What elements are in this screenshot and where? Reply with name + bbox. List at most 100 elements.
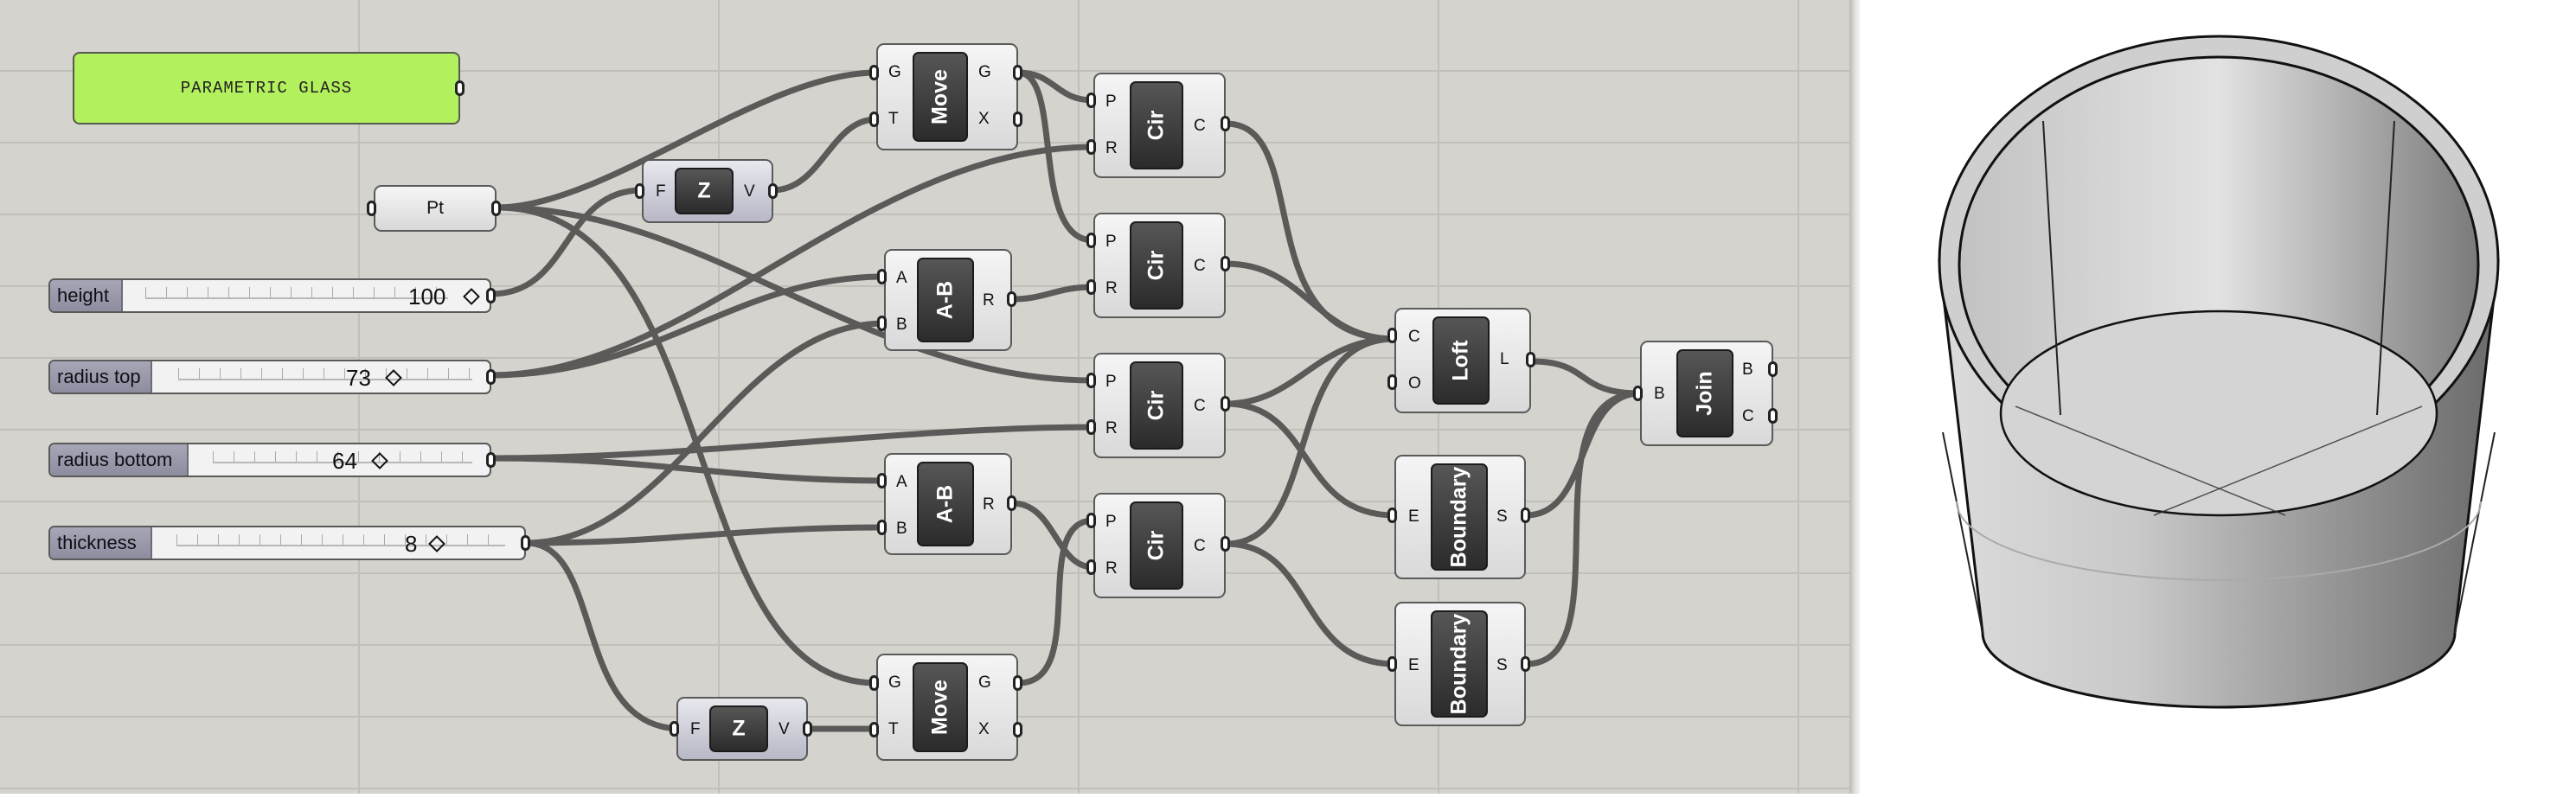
boundary-surfaces-2[interactable]: E Boundary S: [1394, 602, 1526, 726]
wire-layer: [488, 69, 1644, 732]
boundary-1-grip-s[interactable]: [1521, 508, 1530, 523]
slider-height-track[interactable]: [145, 287, 448, 299]
unit-z-top[interactable]: F Z V: [642, 159, 773, 223]
loft-grip-l[interactable]: [1526, 352, 1535, 367]
circle-3-grip-r[interactable]: [1086, 419, 1096, 435]
wire-cir1-loft: [1222, 120, 1398, 342]
circle-3-grip-p[interactable]: [1086, 373, 1096, 388]
point-input-grip[interactable]: [367, 201, 376, 216]
slider-height-output-grip[interactable]: [486, 288, 496, 303]
move-top-grip-g-in[interactable]: [869, 65, 879, 80]
wire-pt-move-top: [494, 69, 880, 211]
glass-model-render: [1938, 35, 2500, 709]
subtraction-1-input-b: B: [896, 316, 907, 334]
boundary-1-grip-e[interactable]: [1387, 508, 1397, 523]
slider-radius-top[interactable]: radius top 73: [48, 360, 491, 394]
glass-outer-seam-1: [1942, 431, 1983, 634]
unit-z-bottom-output-grip[interactable]: [803, 721, 812, 737]
move-bottom[interactable]: G T Move G X: [876, 654, 1018, 761]
subtraction-2-grip-a[interactable]: [877, 473, 887, 488]
subtraction-2[interactable]: A B A-B R: [884, 453, 1012, 555]
point-output-grip[interactable]: [491, 201, 501, 216]
slider-thickness-output-grip[interactable]: [521, 535, 530, 551]
title-panel[interactable]: PARAMETRIC GLASS: [73, 52, 460, 124]
subtraction-1-grip-r[interactable]: [1007, 291, 1016, 307]
join-output-c: C: [1742, 407, 1754, 425]
panel-output-grip[interactable]: [455, 80, 465, 96]
wire-rtop-cir1: [488, 144, 1097, 379]
boundary-2-output-s: S: [1496, 656, 1508, 674]
move-top-grip-g-out[interactable]: [1013, 65, 1022, 80]
rhino-viewport[interactable]: [1860, 0, 2576, 794]
unit-z-bottom-input-f: F: [690, 720, 701, 738]
circle-4-grip-c[interactable]: [1221, 536, 1230, 552]
point-param[interactable]: Pt: [374, 185, 497, 232]
slider-thickness-track[interactable]: [176, 534, 505, 546]
boundary-2-grip-s[interactable]: [1521, 656, 1530, 672]
join-grip-b-out[interactable]: [1768, 361, 1778, 377]
move-bottom-grip-g-out[interactable]: [1013, 675, 1022, 691]
slider-radius-bottom-track[interactable]: [213, 451, 472, 463]
unit-z-bottom-input-grip[interactable]: [670, 721, 679, 737]
circle-4-grip-r[interactable]: [1086, 559, 1096, 575]
move-bottom-grip-x-out[interactable]: [1013, 722, 1022, 737]
slider-height-knob[interactable]: [463, 288, 480, 305]
wire-cir2-loft: [1222, 260, 1398, 342]
boundary-surfaces-1[interactable]: E Boundary S: [1394, 455, 1526, 579]
slider-radius-top-output-grip[interactable]: [486, 369, 496, 385]
join-output-b: B: [1742, 361, 1753, 379]
circle-2-grip-p[interactable]: [1086, 233, 1096, 248]
move-top-grip-t-in[interactable]: [869, 112, 879, 127]
slider-radius-bottom[interactable]: radius bottom 64: [48, 443, 491, 477]
circle-2-core: Cir: [1130, 221, 1183, 310]
wire-sub1-cir2: [1009, 284, 1097, 303]
circle-3-input-r: R: [1105, 419, 1118, 437]
subtraction-2-grip-b[interactable]: [877, 520, 887, 535]
wire-pt-move-bottom: [494, 204, 880, 686]
slider-height[interactable]: height 100: [48, 278, 491, 313]
subtraction-1[interactable]: A B A-B R: [884, 249, 1012, 351]
subtraction-2-input-a: A: [896, 473, 907, 491]
subtraction-1-grip-b[interactable]: [877, 316, 887, 331]
circle-2[interactable]: P R Cir C: [1093, 213, 1226, 318]
join-grip-c-out[interactable]: [1768, 408, 1778, 424]
slider-radius-bottom-output-grip[interactable]: [486, 452, 496, 468]
circle-1-grip-r[interactable]: [1086, 139, 1096, 155]
join-breps[interactable]: B Join B C: [1640, 341, 1773, 446]
pane-divider[interactable]: [1849, 0, 1860, 794]
move-top[interactable]: G T Move G X: [876, 43, 1018, 150]
loft-grip-c[interactable]: [1387, 328, 1397, 343]
circle-4-grip-p[interactable]: [1086, 513, 1096, 528]
subtraction-1-grip-a[interactable]: [877, 269, 887, 284]
move-top-grip-x-out[interactable]: [1013, 112, 1022, 127]
join-grip-b-in[interactable]: [1633, 386, 1643, 401]
circle-1[interactable]: P R Cir C: [1093, 73, 1226, 178]
slider-height-value: 100: [408, 284, 446, 310]
loft-grip-o[interactable]: [1387, 374, 1397, 390]
circle-3[interactable]: P R Cir C: [1093, 353, 1226, 458]
circle-4[interactable]: P R Cir C: [1093, 493, 1226, 598]
subtraction-2-grip-r[interactable]: [1007, 495, 1016, 511]
wire-cir4-loft: [1222, 335, 1398, 547]
unit-z-bottom[interactable]: F Z V: [676, 697, 808, 761]
wire-cir3-boundary1: [1222, 400, 1398, 519]
glass-inner-floor: [1999, 310, 2438, 517]
wire-cir3-loft: [1222, 335, 1398, 407]
circle-2-grip-c[interactable]: [1221, 256, 1230, 271]
loft[interactable]: C O Loft L: [1394, 308, 1531, 413]
unit-z-top-input-grip[interactable]: [635, 183, 644, 199]
boundary-2-input-e: E: [1408, 656, 1419, 674]
circle-1-grip-p[interactable]: [1086, 93, 1096, 108]
circle-3-grip-c[interactable]: [1221, 396, 1230, 412]
slider-radius-top-track[interactable]: [178, 368, 472, 380]
grasshopper-canvas[interactable]: PARAMETRIC GLASS Pt height 100 radius to…: [0, 0, 1849, 794]
circle-2-output-c: C: [1194, 257, 1206, 275]
unit-z-top-output-grip[interactable]: [768, 183, 778, 199]
boundary-2-grip-e[interactable]: [1387, 656, 1397, 672]
circle-2-grip-r[interactable]: [1086, 279, 1096, 295]
circle-3-output-c: C: [1194, 397, 1206, 415]
move-bottom-grip-t-in[interactable]: [869, 722, 879, 737]
move-bottom-grip-g-in[interactable]: [869, 675, 879, 691]
circle-1-grip-c[interactable]: [1221, 116, 1230, 131]
slider-thickness[interactable]: thickness 8: [48, 526, 526, 560]
